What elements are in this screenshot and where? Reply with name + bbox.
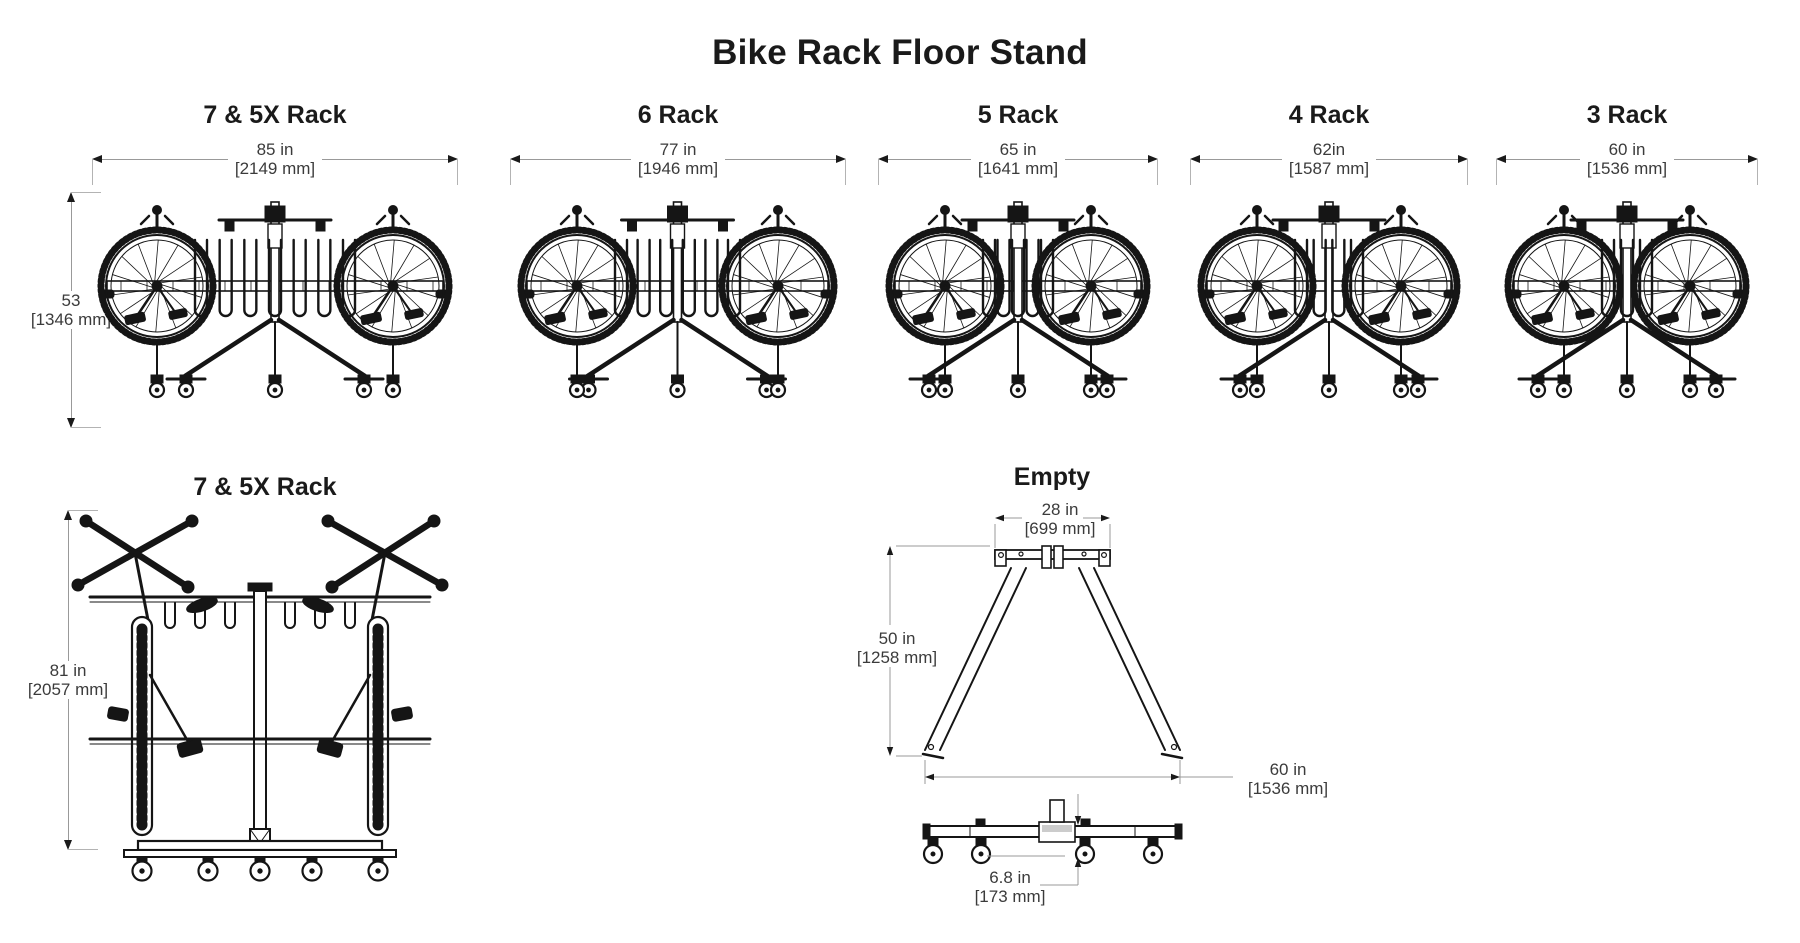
dim-line (322, 158, 448, 160)
extension-line (845, 159, 846, 185)
dim-line (888, 158, 971, 160)
height-dimension-front: 53[1346 mm] (26, 192, 116, 428)
extension-line (1757, 159, 1758, 185)
rack-7-5x-label: 7 & 5X Rack (203, 101, 347, 129)
dim-arrowhead (64, 510, 72, 520)
dim-arrowhead (510, 155, 520, 163)
dim-text: 60 in[1536 mm] (1586, 140, 1668, 178)
width-dimension-5: 65 in[1641 mm] (878, 137, 1158, 185)
rack-3-label: 3 Rack (1586, 101, 1668, 129)
dim-arrowhead (1148, 155, 1158, 163)
empty-stand-label: Empty (1013, 463, 1091, 491)
dim-arrowhead (1496, 155, 1506, 163)
rack-front-drawing-6 (517, 201, 838, 399)
rack-4-label: 4 Rack (1288, 101, 1370, 129)
extension-line (1496, 159, 1497, 185)
dim-text: 81 in[2057 mm] (27, 661, 109, 699)
dim-line (1065, 158, 1148, 160)
extension-line (457, 159, 458, 185)
dim-text: 77 in[1946 mm] (637, 140, 719, 178)
dim-line (70, 329, 72, 418)
dim-arrowhead (92, 155, 102, 163)
rack-front-drawing-5 (885, 201, 1151, 399)
dim-line (520, 158, 631, 160)
empty-top-width-text: 28 in[699 mm] (1024, 500, 1096, 538)
width-dimension-3: 60 in[1536 mm] (1496, 137, 1758, 185)
empty-base-height-text: 6.8 in[173 mm] (974, 868, 1046, 906)
rack-front-drawing-3 (1504, 201, 1750, 399)
dim-line (725, 158, 836, 160)
extension-line (878, 159, 879, 185)
dim-line (102, 158, 228, 160)
dim-arrowhead (64, 840, 72, 850)
dim-line (70, 202, 72, 291)
dim-arrowhead (878, 155, 888, 163)
extension-line (68, 510, 98, 511)
dim-text: 62in[1587 mm] (1288, 140, 1370, 178)
extension-line (510, 159, 511, 185)
rack-side-drawing (71, 514, 449, 882)
empty-stand-drawing (886, 514, 1233, 886)
side-view-label: 7 & 5X Rack (193, 473, 337, 501)
dim-text: 65 in[1641 mm] (977, 140, 1059, 178)
dim-arrowhead (1190, 155, 1200, 163)
dim-line (1200, 158, 1282, 160)
dim-line (1376, 158, 1458, 160)
rack-5-label: 5 Rack (977, 101, 1059, 129)
dim-line (67, 699, 69, 840)
height-dimension-side: 81 in[2057 mm] (24, 510, 112, 850)
page-title: Bike Rack Floor Stand (712, 33, 1088, 72)
dim-arrowhead (67, 418, 75, 428)
dim-arrowhead (448, 155, 458, 163)
dim-arrowhead (1748, 155, 1758, 163)
empty-base-width-text: 60 in[1536 mm] (1247, 760, 1329, 798)
extension-line (1190, 159, 1191, 185)
width-dimension-7-5x: 85 in[2149 mm] (92, 137, 458, 185)
width-dimension-4: 62in[1587 mm] (1190, 137, 1468, 185)
dim-line (1674, 158, 1748, 160)
extension-line (1157, 159, 1158, 185)
extension-line (1467, 159, 1468, 185)
dim-text: 85 in[2149 mm] (234, 140, 316, 178)
extension-line (71, 427, 101, 428)
dim-line (1506, 158, 1580, 160)
dim-line (67, 520, 69, 661)
rack-front-drawing-7-5x (97, 201, 453, 399)
extension-line (92, 159, 93, 185)
dim-arrowhead (836, 155, 846, 163)
extension-line (68, 849, 98, 850)
extension-line (71, 192, 101, 193)
rack-6-label: 6 Rack (637, 101, 719, 129)
dim-arrowhead (1458, 155, 1468, 163)
dim-arrowhead (67, 192, 75, 202)
width-dimension-6: 77 in[1946 mm] (510, 137, 846, 185)
dim-text: 53[1346 mm] (30, 291, 112, 329)
empty-height-text: 50 in[1258 mm] (856, 629, 938, 667)
rack-front-drawing-4 (1197, 201, 1461, 399)
